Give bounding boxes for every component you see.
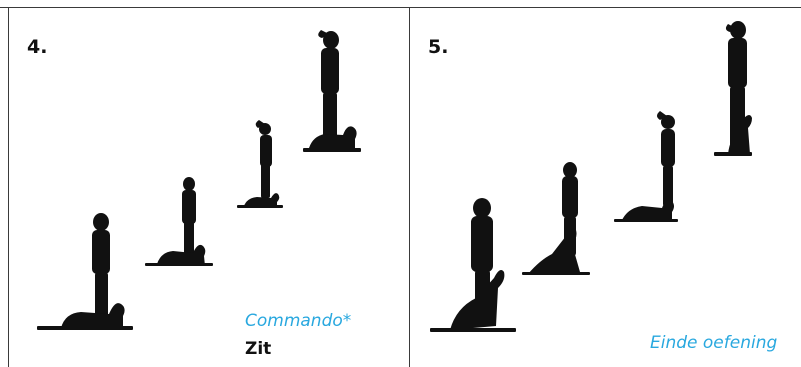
dog-lying-silhouette — [614, 200, 678, 222]
panel-step-4: 4. — [8, 8, 410, 367]
person-silhouette — [725, 21, 747, 150]
dog-sitting-silhouette — [430, 270, 516, 332]
dog-lying-silhouette — [37, 303, 133, 330]
dog-lying-silhouette — [303, 126, 361, 152]
end-exercise-label: Einde oefening — [650, 333, 778, 353]
dog-sitting-silhouette — [714, 115, 752, 156]
person-silhouette — [255, 120, 272, 198]
step-number: 5. — [428, 36, 449, 58]
dog-lying-silhouette — [237, 193, 283, 208]
person-silhouette — [92, 213, 110, 321]
person-silhouette — [182, 177, 196, 258]
person-silhouette — [657, 111, 675, 207]
dog-sitting-silhouette — [522, 228, 590, 275]
dog-lying-silhouette — [145, 244, 213, 266]
silhouette-illustration — [37, 30, 361, 330]
step-number: 4. — [27, 36, 48, 58]
command-label: Commando* — [245, 311, 352, 331]
panel-step-5: 5. — [410, 8, 801, 367]
person-silhouette — [318, 30, 339, 144]
top-border — [0, 0, 801, 8]
command-word: Zit — [245, 339, 272, 359]
silhouette-illustration — [430, 21, 752, 332]
